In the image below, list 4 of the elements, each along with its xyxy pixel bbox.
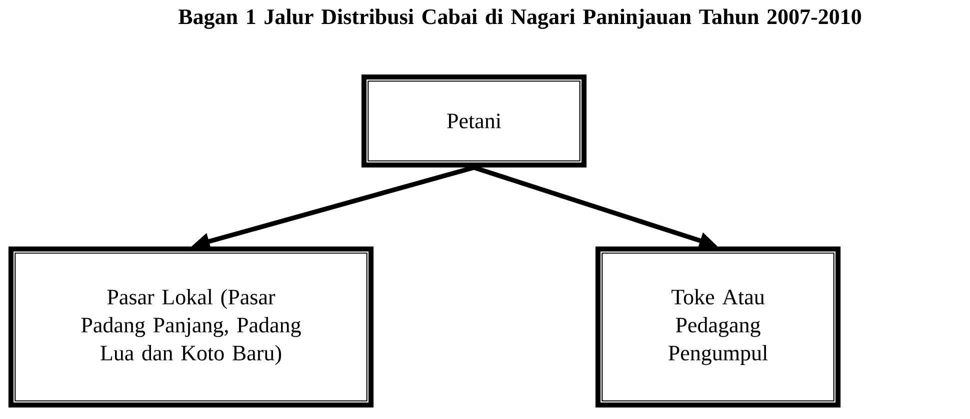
double-bordered-box: Petani <box>361 74 587 168</box>
title: Bagan 1 Jalur Distribusi Cabai di Nagari Paninjauan Tahun 2007-2010 <box>178 8 861 29</box>
double-bordered-box: Toke Atau Pedagang Pengumpul <box>595 246 841 408</box>
double-bordered-box: Pasar Lokal (Pasar Padang Panjang, Padang Lua dan Koto Baru) <box>8 246 374 408</box>
